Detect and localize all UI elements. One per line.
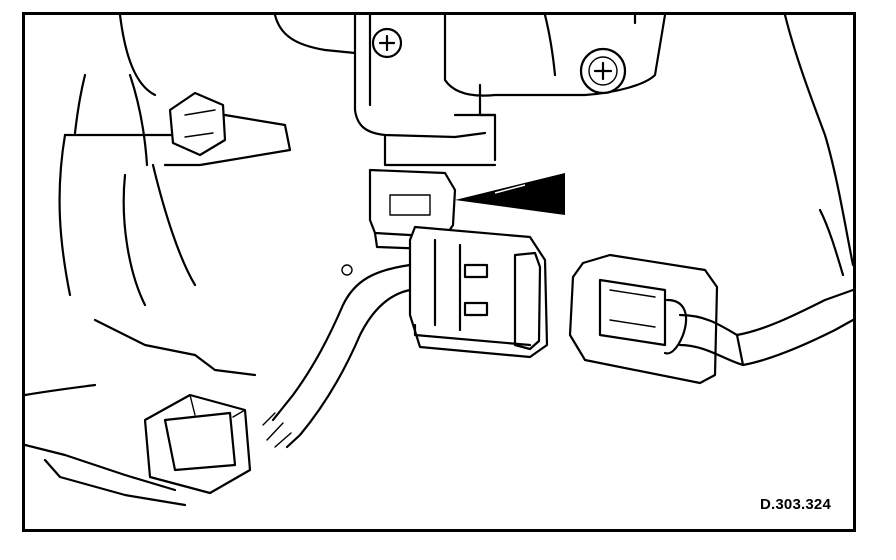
bolt-icon	[143, 393, 252, 495]
screw-icon	[371, 27, 403, 59]
illustration-frame: D.303.324	[22, 12, 856, 532]
upper-housing	[273, 15, 667, 167]
bolt-icon	[168, 91, 227, 157]
screw-icon	[579, 47, 627, 95]
lower-housing	[25, 318, 257, 507]
mating-connector	[568, 253, 719, 385]
wire-harness-left	[262, 263, 412, 449]
technical-illustration	[25, 15, 853, 507]
connector-housing	[408, 225, 549, 359]
left-bracket	[58, 15, 292, 307]
figure-reference-code: D.303.324	[759, 496, 831, 513]
arrow-icon	[455, 173, 565, 215]
wire-harness-right	[678, 15, 853, 367]
